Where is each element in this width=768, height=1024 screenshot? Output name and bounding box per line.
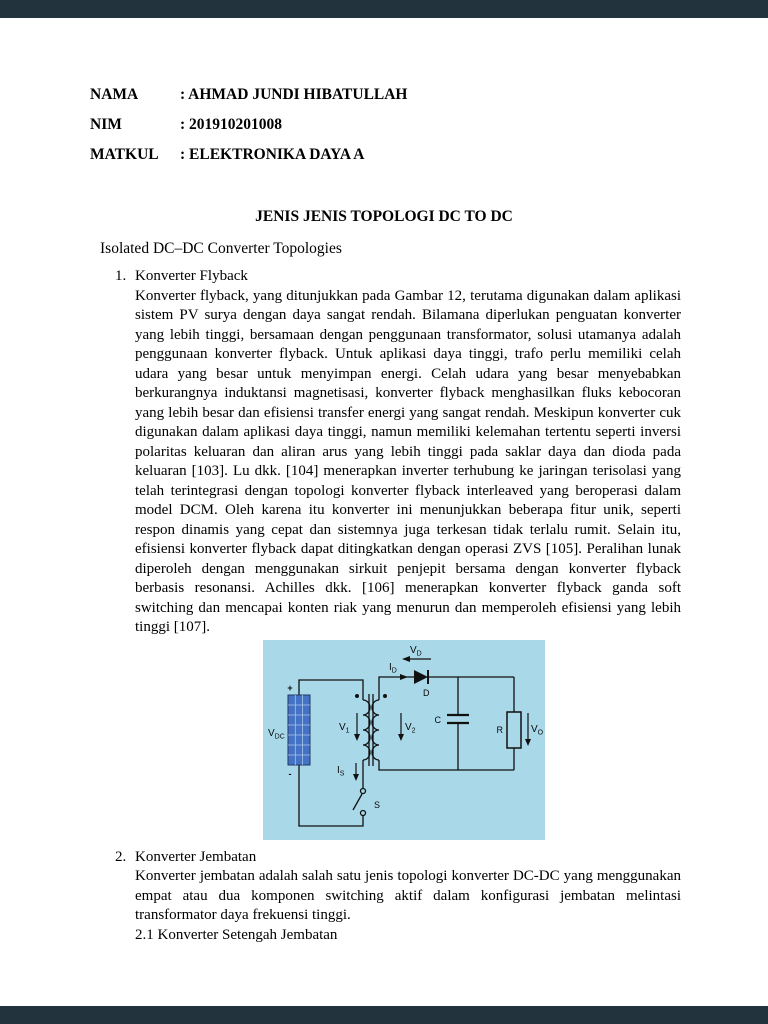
- label-plus: +: [287, 683, 292, 693]
- label-r: R: [497, 725, 504, 735]
- label-v1: V1: [339, 722, 350, 735]
- switch: [352, 787, 367, 816]
- info-label: NAMA: [90, 86, 139, 103]
- label-d: D: [423, 688, 430, 698]
- info-label: NIM: [90, 116, 122, 133]
- vo-arrow: [525, 712, 531, 746]
- document-page: NAMA : AHMAD JUNDI HIBATULLAH NIM : 201910…: [0, 18, 768, 1006]
- heading-text: Konverter Flyback: [135, 268, 248, 284]
- v1-arrow: [354, 712, 360, 741]
- info-value: : 201910201008: [180, 116, 283, 133]
- resistor: [506, 710, 522, 749]
- label-s: S: [374, 800, 380, 810]
- student-info-block: NAMA : AHMAD JUNDI HIBATULLAH NIM : 201910…: [90, 86, 408, 176]
- document-body: 1. Konverter Flyback Konverter flyback, y…: [115, 267, 681, 945]
- flyback-circuit-svg: VDC + - V1 V2 IS S ID VD D C R VO: [268, 645, 544, 827]
- label-c: C: [435, 715, 442, 725]
- section-heading-2: 2. Konverter Jembatan: [115, 848, 681, 868]
- info-row-matkul: MATKUL : ELEKTRONIKA DAYA A: [90, 146, 408, 176]
- info-label: MATKUL: [90, 146, 159, 163]
- flyback-paragraph: Konverter flyback, yang ditunjukkan pada…: [135, 287, 681, 636]
- label-is: IS: [337, 765, 345, 778]
- section-jembatan: 2. Konverter Jembatan Konverter jembatan …: [115, 848, 681, 946]
- label-vdc: VDC: [268, 728, 285, 741]
- info-value: : AHMAD JUNDI HIBATULLAH: [180, 86, 408, 103]
- circuit-wires: [298, 675, 515, 827]
- diode-voltage-arrow: [402, 655, 431, 662]
- pv-panel: [287, 694, 311, 765]
- viewer-bottom-bar: [0, 1006, 768, 1024]
- info-row-nim: NIM : 201910201008: [90, 116, 408, 146]
- list-number: 1.: [115, 268, 127, 284]
- section-flyback: 1. Konverter Flyback Konverter flyback, y…: [115, 267, 681, 840]
- section-heading-1: 1. Konverter Flyback: [115, 267, 681, 287]
- is-arrow: [353, 762, 359, 781]
- section-subtitle: Isolated DC–DC Converter Topologies: [100, 240, 342, 257]
- list-number: 2.: [115, 848, 127, 865]
- label-vd: VD: [410, 645, 422, 658]
- label-minus: -: [289, 769, 292, 779]
- capacitor: [447, 713, 469, 724]
- document-title: JENIS JENIS TOPOLOGI DC TO DC: [255, 208, 513, 225]
- info-row-nama: NAMA : AHMAD JUNDI HIBATULLAH: [90, 86, 408, 116]
- label-vo: VO: [531, 724, 544, 737]
- heading-text: Konverter Jembatan: [135, 848, 257, 865]
- label-v2: V2: [405, 722, 416, 735]
- flyback-circuit-figure: VDC + - V1 V2 IS S ID VD D C R VO: [263, 639, 545, 840]
- jembatan-paragraph: Konverter jembatan adalah salah satu jen…: [135, 868, 681, 923]
- viewer-top-bar: [0, 0, 768, 18]
- info-value: : ELEKTRONIKA DAYA A: [180, 146, 365, 163]
- subsection-heading: 2.1 Konverter Setengah Jembatan: [135, 926, 338, 943]
- v2-arrow: [398, 712, 404, 741]
- transformer: [355, 693, 387, 766]
- diode: [400, 669, 429, 684]
- label-id: ID: [389, 662, 397, 675]
